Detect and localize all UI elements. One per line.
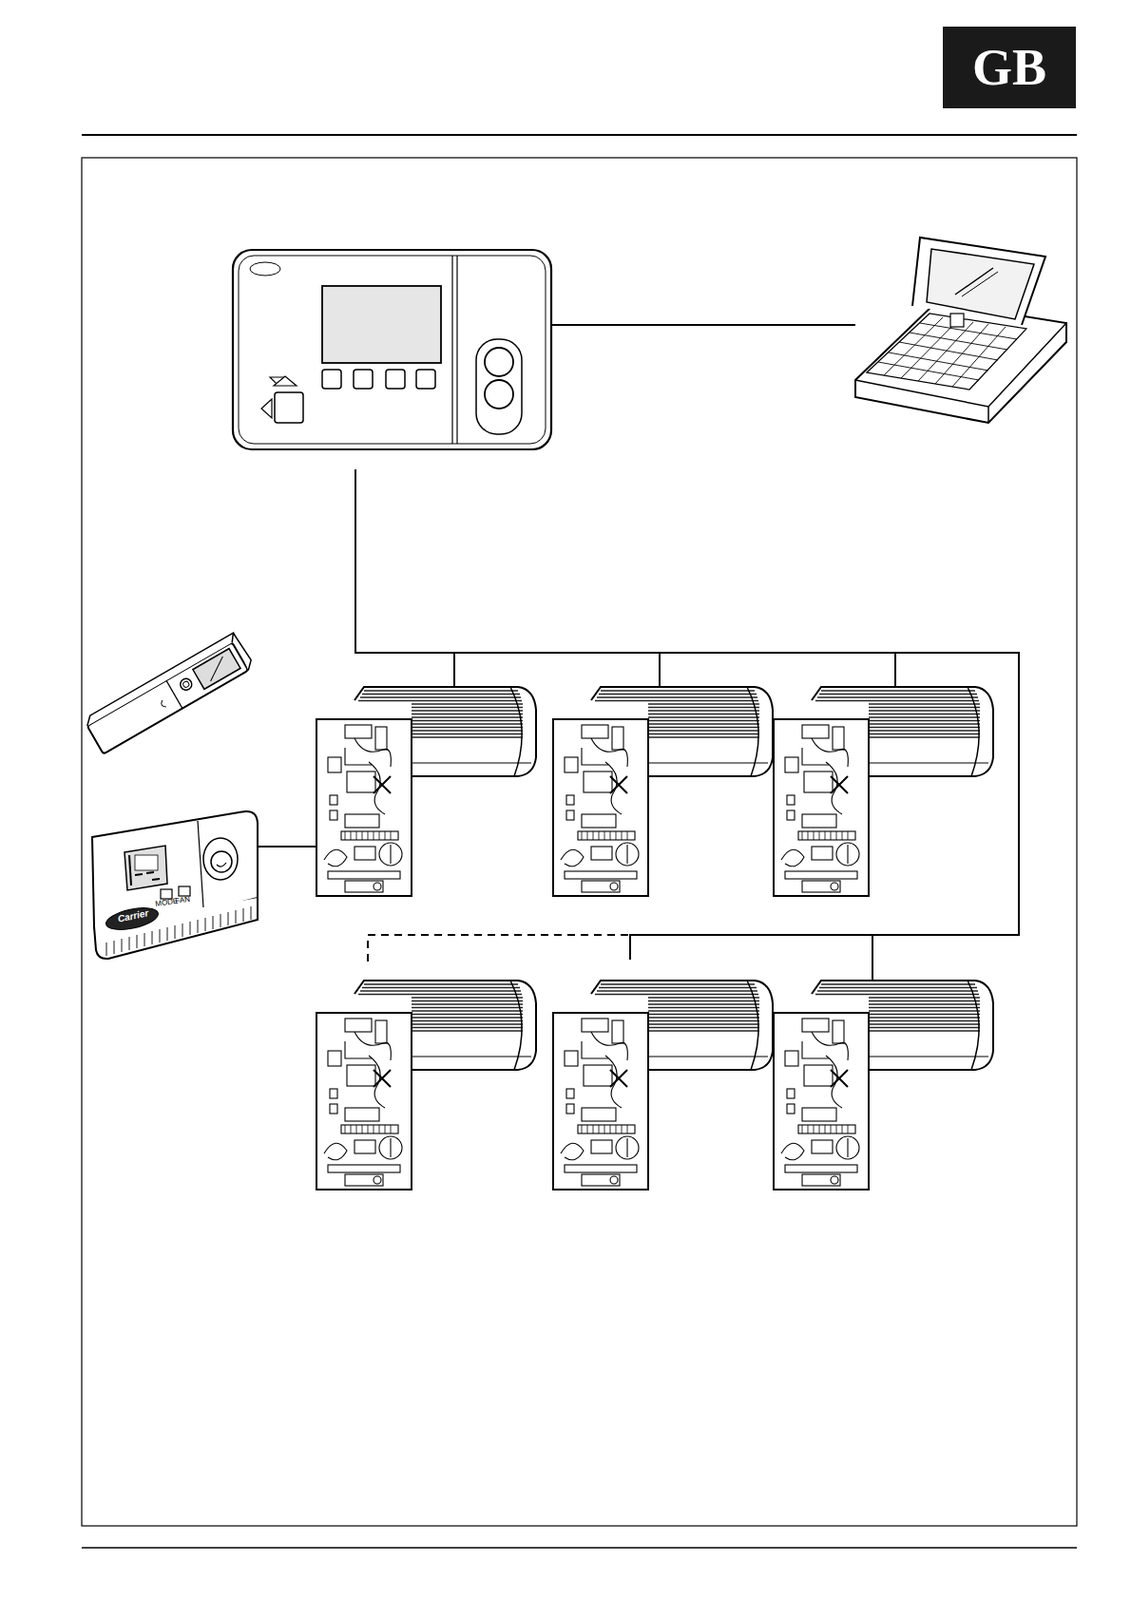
country-badge: GB [942,26,1076,109]
badge-text: GB [972,41,1047,94]
